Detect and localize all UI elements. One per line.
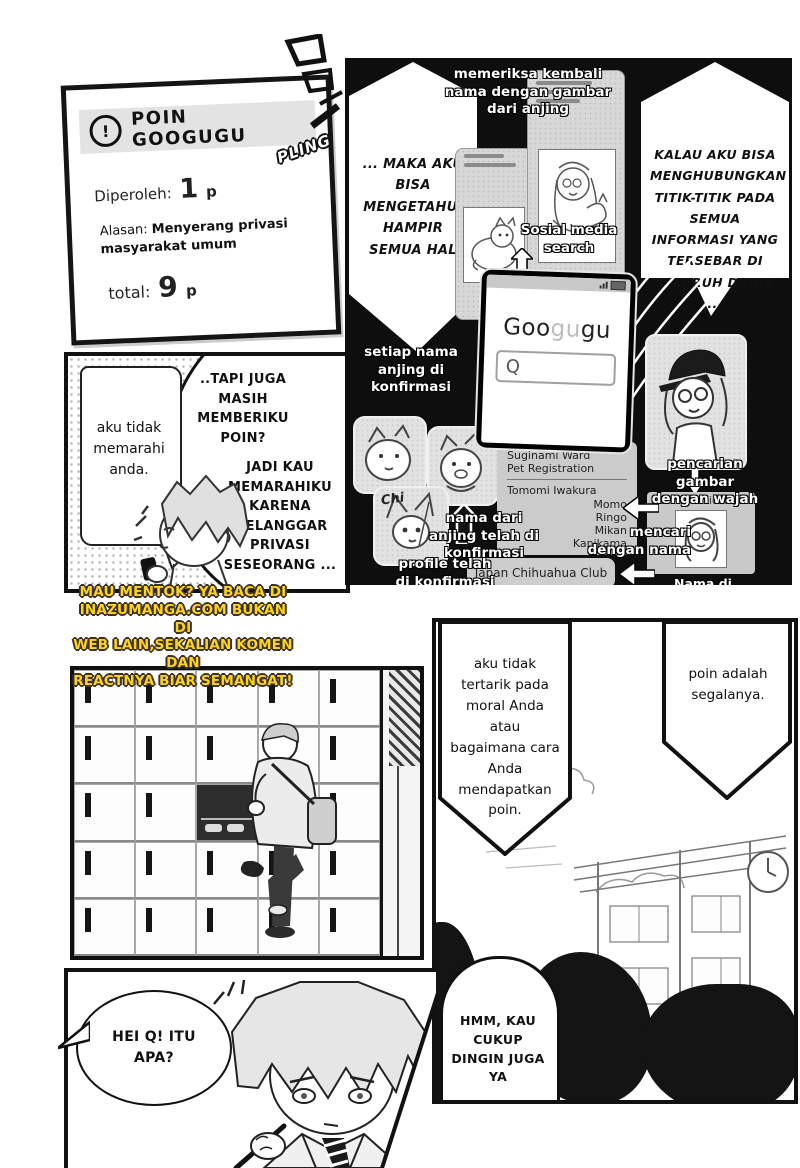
credit-line-2: INAZUMANGA.COM BUKAN DI — [79, 601, 287, 636]
signal-icon — [599, 281, 608, 289]
panel-border-diagonal — [380, 968, 448, 1168]
boy-with-phone-figure — [133, 474, 250, 588]
label-name-confirmed: Nama di konfirmasi — [674, 576, 732, 585]
open-locker — [196, 784, 258, 842]
question-text-1: ..TAPI JUGA MASIH MEMBERIKU POIN? — [197, 372, 289, 446]
pet-name: Kanikama — [572, 537, 627, 551]
label-every-dog-name: setiap nama anjing di konfirmasi — [364, 344, 458, 396]
dog-sketch-1 — [365, 424, 411, 481]
dog-thumbnail-1 — [353, 416, 427, 494]
total-value: 9 — [157, 270, 179, 304]
dog-sketch-2 — [440, 432, 482, 492]
license-face-sketch — [684, 517, 719, 562]
chihuahua-club-card: Japan Chihuahua Club — [467, 558, 615, 585]
moral-text: aku tidak tertarik pada moral Anda atau … — [450, 656, 560, 819]
pet-name: Momo — [593, 497, 627, 511]
speech-bubble-moral — [438, 622, 572, 856]
battery-icon — [610, 280, 626, 291]
label-search-by-name: mencari dengan nama — [587, 524, 691, 558]
reason-label: Alasan: — [99, 222, 148, 240]
registry-title-2: Pet Registration — [507, 462, 595, 476]
exclamation-icon: ! — [88, 114, 123, 148]
speech-bubble-hey: HEI Q! ITU APA? — [76, 990, 232, 1106]
earned-unit: p — [205, 182, 218, 201]
label-face-image-search: pencarian gambar dengan wajah — [651, 456, 759, 508]
speech-bubble-points — [662, 622, 792, 800]
woman-with-dog-sketch — [552, 161, 608, 234]
earned-label: Diperoleh: — [93, 184, 173, 206]
phone: Googugu Q — [473, 267, 639, 455]
drivers-license-card: Driver's License — [647, 492, 755, 574]
pet-name: Mikan — [594, 523, 627, 537]
dialog-panel: ..TAPI JUGA MASIH MEMBERIKU POIN? JADI K… — [64, 352, 350, 593]
capped-woman-photo — [645, 334, 747, 470]
arrow-left-icon — [619, 562, 655, 585]
label-dog-name-confirmed: nama dari anjing telah di konfirmasi — [429, 510, 539, 562]
moral-panel: aku tidak tertarik pada moral Anda atau … — [432, 618, 798, 1104]
label-profile-confirmed: profile telah di konfirmasi — [395, 556, 495, 585]
cold-text: HMM, KAU CUKUP DINGIN JUGA YA — [451, 1013, 545, 1085]
sparkle-doodle-icon — [284, 34, 343, 129]
tree-silhouette — [642, 984, 794, 1100]
label-social-search: Sosial media search — [520, 222, 618, 256]
arrow-up-outline-icon — [449, 504, 479, 544]
logo-part-1: Goo — [502, 314, 552, 342]
pet-name: Ringo — [595, 510, 627, 524]
chihuahua-sketch — [386, 491, 434, 549]
total-unit: p — [185, 281, 198, 300]
pet-registry-card: Suginami Ward Pet Registration Tomomi Iw… — [497, 442, 637, 556]
calm-text: aku tidak memarahi anda. — [93, 420, 165, 478]
dog-photo-sketch — [471, 216, 517, 271]
license-title: Driver's License — [659, 495, 743, 507]
arrow-left-icon — [623, 496, 659, 520]
club-title: Japan Chihuahua Club — [474, 566, 608, 580]
panel-border — [64, 968, 448, 972]
googugu-logo: Googugu — [485, 314, 630, 345]
phone-statusbar — [486, 274, 631, 293]
earned-value: 1 — [178, 173, 199, 205]
logo-part-2: gu — [550, 315, 582, 343]
door-frame — [380, 670, 420, 956]
closing-panel: HEI Q! ITU APA? — [58, 968, 448, 1168]
capped-woman-sketch — [659, 349, 728, 465]
search-diagram-panel: ... MAKA AKU BISA MENGETAHUI HAMPIR SEMU… — [345, 58, 792, 585]
thought-left-text: ... MAKA AKU BISA MENGETAHUI HAMPIR SEMU… — [362, 157, 464, 258]
total-row: total: 9 p — [108, 269, 198, 306]
boy-portrait-figure — [213, 979, 430, 1168]
credit-line-4: REACTNYA BIAR SEMANGAT! — [73, 673, 293, 690]
reason-row: Alasan: Menyerang privasi masyarakat umu… — [99, 215, 306, 259]
credit-line-3: WEB LAIN,SEKALIAN KOMEN DAN — [73, 637, 293, 672]
thought-bubble-right — [641, 62, 789, 316]
dog-thumbnail-chihuahua: Chi — [373, 486, 449, 566]
earned-row: Diperoleh: 1 p — [94, 172, 218, 208]
thought-right-text: KALAU AKU BISA MENGHUBUNGKAN TITIK-TITIK… — [650, 147, 787, 311]
search-value: Q — [505, 355, 521, 378]
hey-text: HEI Q! ITU APA? — [112, 1029, 196, 1066]
locker-panel — [70, 666, 424, 960]
social-post-card-woman — [527, 70, 625, 294]
arrow-up-icon — [511, 248, 533, 274]
scanlation-credit-note: MAU MENTOK? YA BACA DI INAZUMANGA.COM BU… — [70, 584, 296, 691]
question-text-2: JADI KAU MEMARAHIKU KARENA MELANGGAR PRI… — [223, 460, 337, 573]
search-input: Q — [495, 349, 617, 387]
speech-bubble-cold — [440, 956, 560, 1100]
student-changing-shoes-figure — [240, 723, 337, 938]
panel-border — [64, 968, 68, 1168]
points-text: poin adalah segalanya. — [688, 666, 768, 703]
label-recheck: memeriksa kembali nama dengan gambar dar… — [444, 66, 612, 118]
phone-screen: Googugu Q — [481, 274, 631, 448]
bubble-tail — [58, 1020, 90, 1050]
thought-bubble-left — [349, 62, 477, 352]
total-label: total: — [108, 282, 151, 303]
chi-scribble: Chi — [380, 490, 406, 509]
logo-part-3: gu — [580, 316, 612, 344]
credit-line-1: MAU MENTOK? YA BACA DI — [79, 584, 287, 600]
registry-owner: Tomomi Iwakura — [507, 484, 597, 498]
